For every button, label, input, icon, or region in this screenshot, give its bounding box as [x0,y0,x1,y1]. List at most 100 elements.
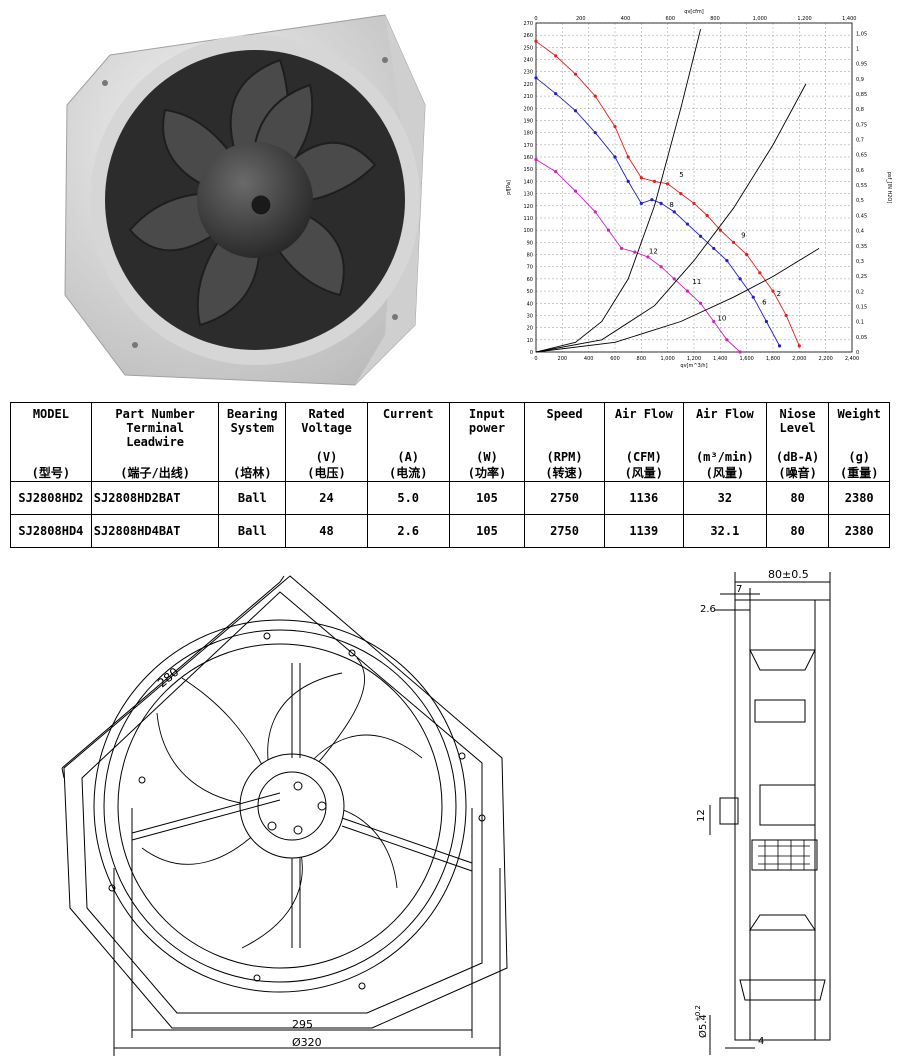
table-cell: Ball [218,481,287,515]
x-tick-label: 1,000 [661,356,675,362]
series-point [639,201,643,205]
x-tick-label: 1,800 [766,356,780,362]
y-tick-label: 160 [523,155,533,161]
series-point [593,131,597,135]
series-point [698,301,703,305]
series-point [573,109,578,113]
y-right-tick-label: 0,95 [856,62,867,68]
dim-diag: 280 [155,665,182,690]
x-tick-label: 1,400 [713,356,727,362]
header-top: MODEL [32,407,69,421]
y-right-tick-label: 1 [856,46,859,52]
y-right-tick-label: 0,7 [856,138,864,144]
table-cell: 1139 [603,514,684,548]
y-tick-label: 10 [527,338,533,344]
header-cell: Speed(RPM) (转速) [524,402,605,482]
y-tick-label: 50 [527,289,533,295]
x-top-tick-label: 800 [710,16,720,22]
header-bottom: (CFM) (风量) [624,450,664,480]
series-point [613,124,617,129]
series-line [535,77,780,347]
dim-hole-tol: +0.2 [694,1005,702,1022]
y-tick-label: 260 [523,33,533,39]
series-point [784,313,788,318]
header-cell: MODEL(型号) [10,402,92,482]
series-point [659,265,663,269]
series-point [764,319,769,324]
series-line [535,159,741,353]
y-right-tick-label: 0,45 [856,213,867,219]
header-top: Niose Level [779,407,816,435]
performance-chart: 0102030405060708090100110120130140150160… [506,9,892,369]
series-point [679,191,683,196]
header-top: Air Flow [614,407,673,421]
series-point [698,234,703,238]
y-right-tick-label: 0,2 [856,289,864,295]
y-tick-label: 200 [523,106,533,112]
table-cell: SJ2808HD2BAT [90,481,220,515]
series-point [738,350,742,354]
y-tick-label: 80 [527,253,533,259]
y-right-tick-label: 0,25 [856,274,867,280]
header-cell: Weight(g) (重量) [828,402,890,482]
y-tick-label: 120 [523,204,533,210]
series-point [534,39,538,43]
x-tick-label: 2,400 [845,356,859,362]
table-cell: 2750 [524,514,605,548]
dim-bottom: 4 [758,1036,764,1047]
series-point [534,157,538,162]
y-right-tick-label: 0 [856,350,859,356]
header-top: Part Number Terminal Leadwire [115,407,195,449]
point-label: 2 [777,290,781,298]
table-cell: 80 [765,514,830,548]
series-point [712,319,716,324]
table-cell: 48 [285,514,368,548]
y-tick-label: 220 [523,82,533,88]
header-top: Speed [546,407,583,421]
y-right-tick-label: 0,15 [856,304,867,310]
y-axis-label: pf[Pa] [506,180,512,195]
y-tick-label: 0 [530,350,533,356]
point-label: 9 [741,232,745,240]
series-point [606,228,611,232]
series-point [692,201,696,205]
series-point [705,213,709,218]
x-top-tick-label: 1,200 [797,16,811,22]
header-bottom: (dB-A) (噪音) [775,450,820,480]
dim-width: 80±0.5 [768,568,809,581]
header-cell: Air Flow(m³/min) (风量) [682,402,767,482]
series-point [626,179,630,184]
y-tick-label: 130 [523,192,533,198]
header-top: Bearing System [227,407,278,435]
y-tick-label: 190 [523,118,533,124]
y-tick-label: 40 [527,301,533,307]
x-tick-label: 2,000 [792,356,806,362]
x-tick-label: 800 [637,356,647,362]
header-top: Current [382,407,434,421]
header-top: Rated Voltage [301,407,352,435]
header-cell: Rated Voltage(V) (电压) [285,402,368,482]
point-label: 5 [679,171,683,179]
series-point [718,228,722,232]
table-cell: 1136 [603,481,684,515]
series-point [672,277,676,281]
y-right-tick-label: 0,5 [856,198,864,204]
header-top: Air Flow [695,407,754,421]
y-tick-label: 110 [523,216,533,222]
series-point [666,182,670,186]
table-cell: SJ2808HD2 [10,481,92,515]
series-point [777,344,782,348]
table-cell: SJ2808HD4BAT [90,514,220,548]
series-line [535,248,820,353]
y-right-tick-label: 0,85 [856,92,867,98]
series-point [672,210,676,214]
y-right-tick-label: 0,6 [856,168,864,174]
fan-photo [64,14,426,386]
spec-table-header-row: MODEL(型号)Part Number Terminal Leadwire(端… [10,402,890,482]
series-point [554,170,558,174]
y-right-tick-label: 0,65 [856,153,867,159]
y-right-axis-label: psf_[IN H2O] [886,172,892,204]
series-point [758,271,762,275]
